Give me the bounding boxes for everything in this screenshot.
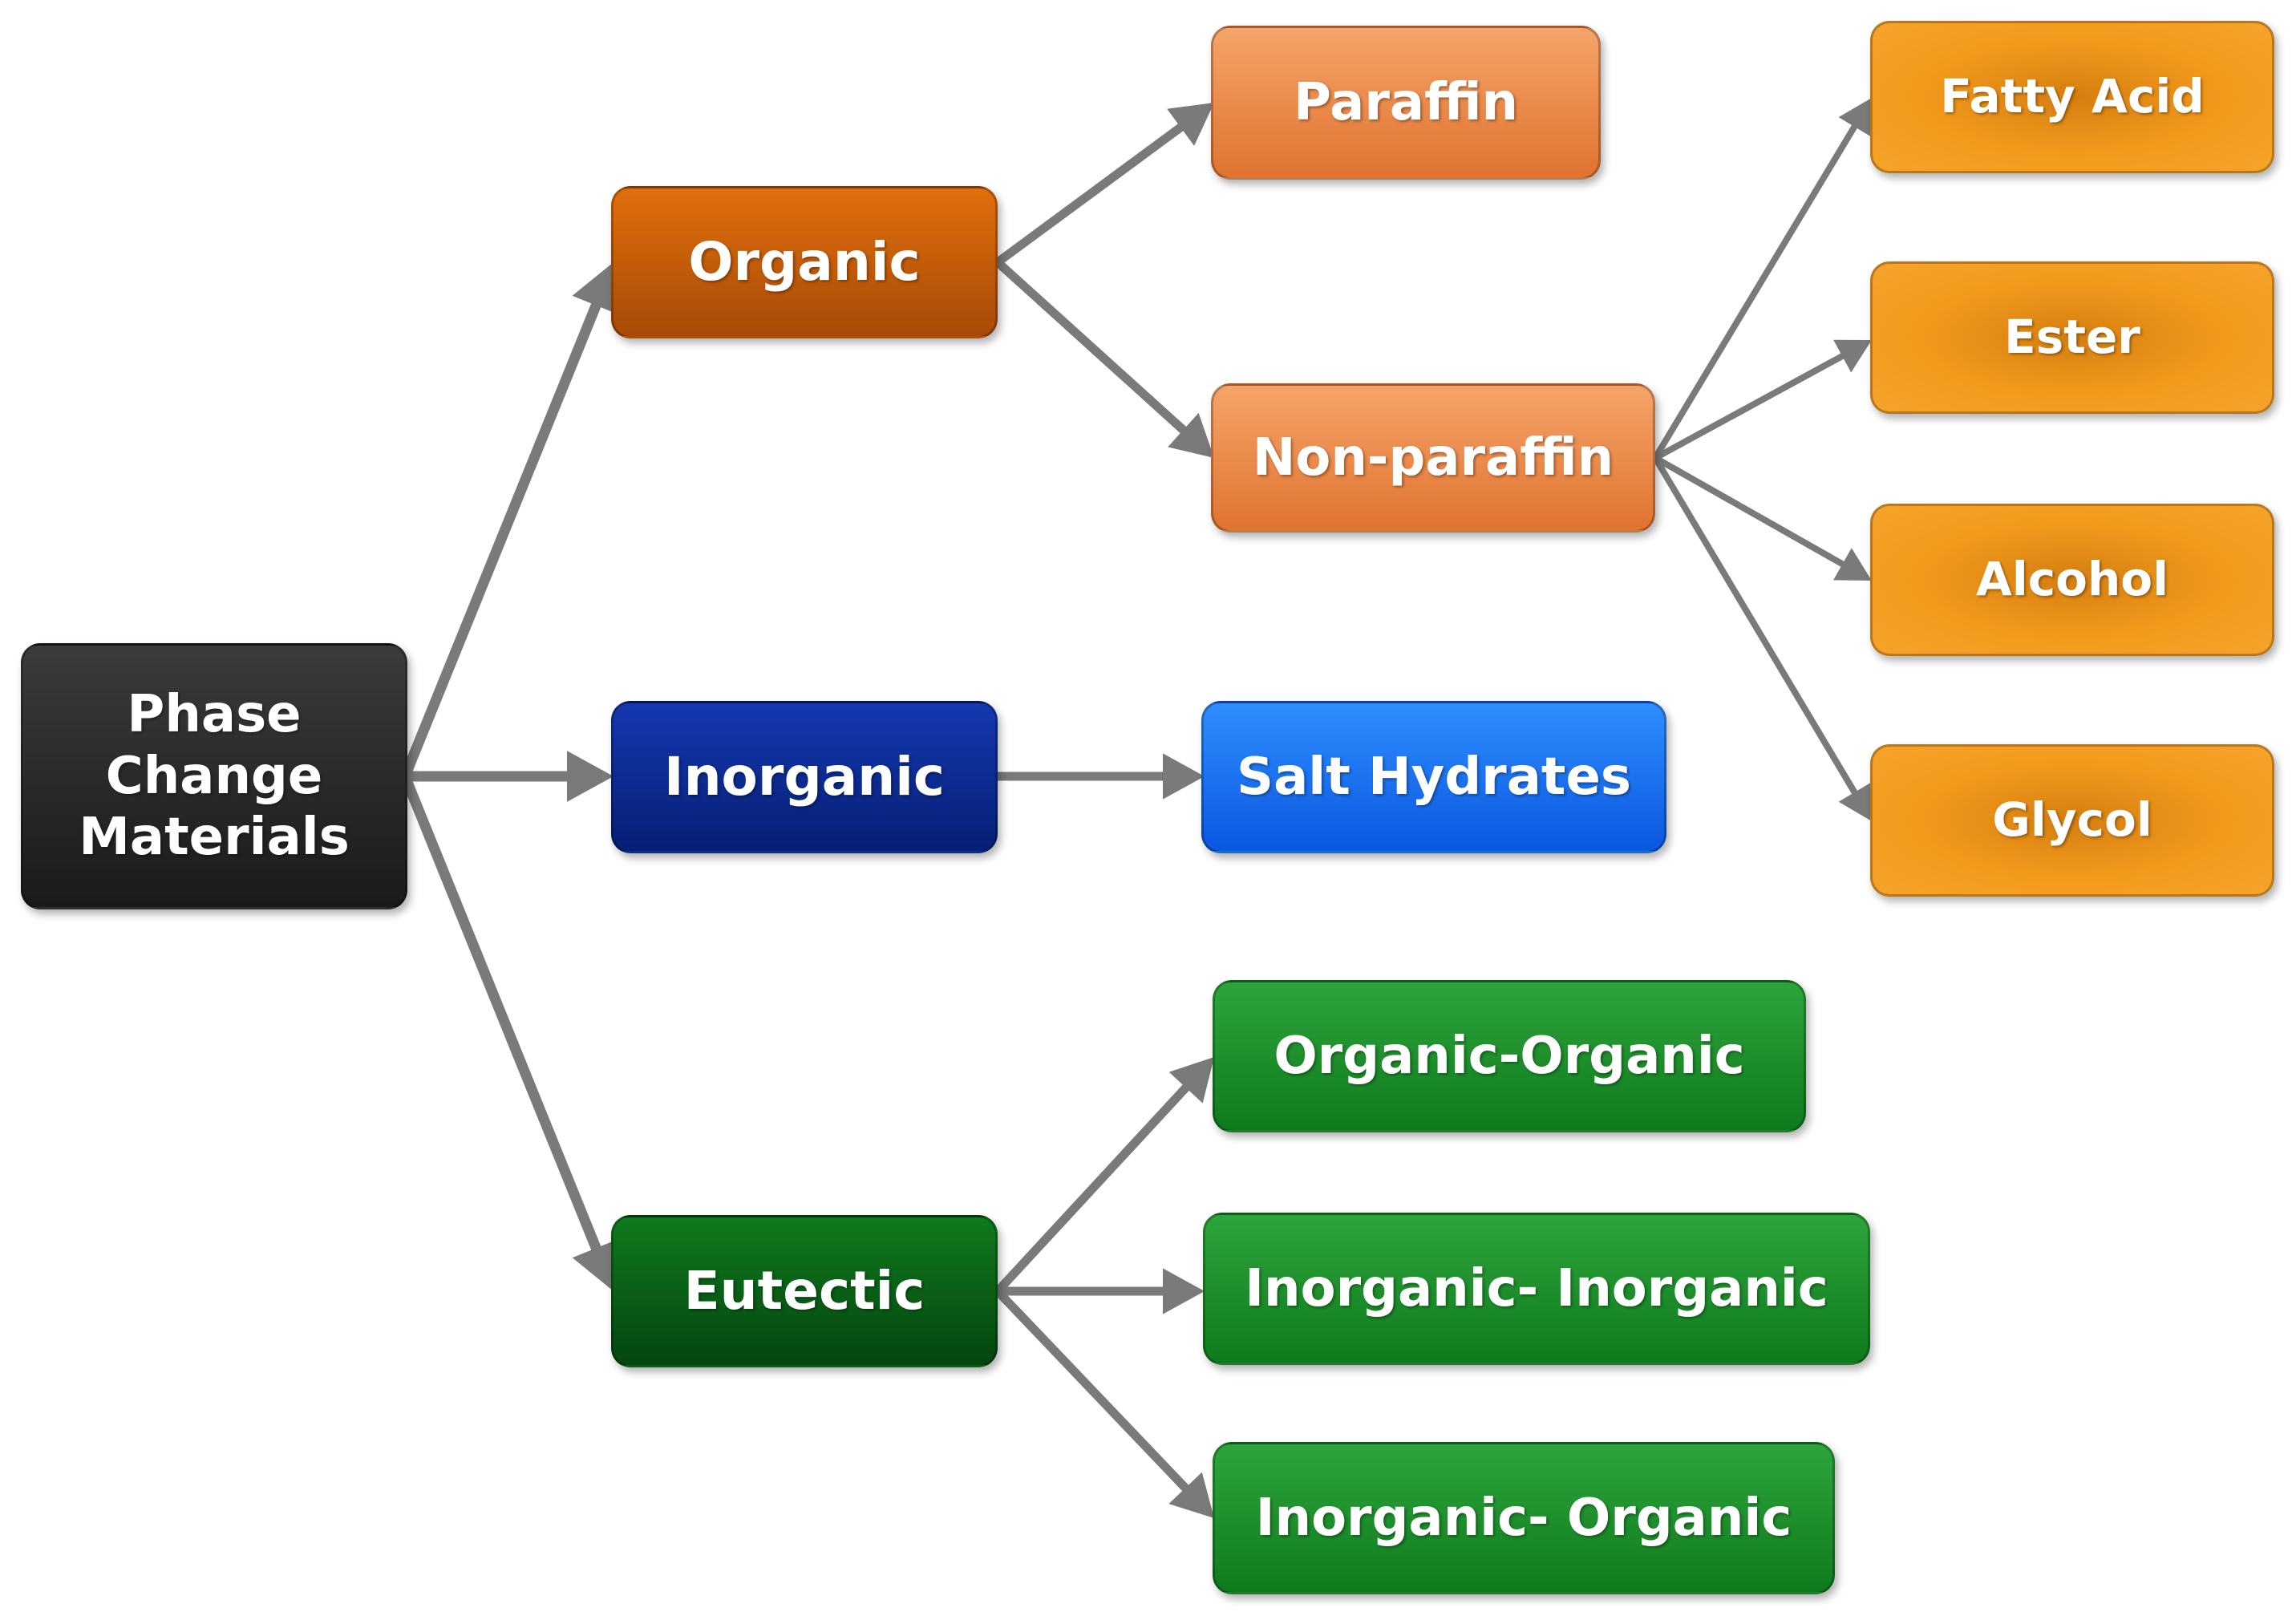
node-ester: Ester	[1870, 261, 2274, 414]
node-label: Non-paraffin	[1252, 427, 1614, 488]
node-organic-organic: Organic-Organic	[1213, 980, 1806, 1132]
node-fatty-acid: Fatty Acid	[1870, 21, 2274, 173]
arrow-non-paraffin-to-ester-head	[1833, 339, 1872, 373]
node-inorganic-inorganic: Inorganic- Inorganic	[1203, 1213, 1870, 1365]
arrow-eutectic-to-inorganic-organic-head	[1168, 1472, 1214, 1518]
arrow-non-paraffin-to-glycol-head	[1838, 783, 1872, 821]
node-organic: Organic	[611, 186, 998, 338]
arrow-organic-to-paraffin-head	[1167, 103, 1214, 146]
arrow-eutectic-to-inorganic-organic-line	[993, 1286, 1190, 1493]
arrow-non-paraffin-to-fatty-acid-line	[1652, 123, 1858, 461]
arrow-root-to-organic-head	[572, 262, 620, 315]
node-eutectic: Eutectic	[611, 1215, 998, 1367]
arrow-non-paraffin-to-fatty-acid-head	[1838, 98, 1872, 136]
node-label: Inorganic- Inorganic	[1245, 1258, 1828, 1318]
arrow-root-to-inorganic-head	[567, 751, 613, 802]
node-label: Glycol	[1992, 792, 2152, 848]
node-label: Ester	[2004, 310, 2140, 365]
node-alcohol: Alcohol	[1870, 504, 2274, 656]
arrow-inorganic-to-salt-hydrates-head	[1163, 753, 1205, 800]
node-label: Eutectic	[683, 1260, 925, 1322]
root-label-line: Change	[105, 746, 323, 806]
node-inorganic-organic: Inorganic- Organic	[1213, 1442, 1835, 1594]
node-label: Paraffin	[1293, 72, 1519, 132]
arrow-non-paraffin-to-ester-line	[1652, 353, 1846, 461]
node-label: Organic-Organic	[1274, 1026, 1745, 1086]
arrow-root-to-eutectic-line	[399, 771, 601, 1254]
node-label: Inorganic	[664, 746, 945, 808]
node-paraffin: Paraffin	[1211, 26, 1601, 180]
node-glycol: Glycol	[1870, 744, 2274, 897]
arrow-eutectic-to-organic-organic-line	[993, 1083, 1191, 1296]
arrow-organic-to-non-paraffin-head	[1168, 412, 1214, 458]
root-label-line: Phase	[127, 684, 302, 744]
node-label: Inorganic- Organic	[1255, 1488, 1792, 1548]
root-label-line: Materials	[79, 808, 350, 868]
node-salt-hydrates: Salt Hydrates	[1201, 701, 1666, 853]
arrow-non-paraffin-to-alcohol-head	[1833, 548, 1872, 581]
node-label: Salt Hydrates	[1236, 747, 1632, 807]
node-label: Alcohol	[1975, 552, 2168, 607]
root-node-phase-change-materials: Phase Change Materials	[21, 643, 407, 909]
node-inorganic: Inorganic	[611, 701, 998, 853]
arrow-non-paraffin-to-alcohol-line	[1652, 455, 1846, 568]
arrow-organic-to-non-paraffin-line	[993, 257, 1188, 435]
arrow-non-paraffin-to-glycol-line	[1652, 455, 1858, 796]
node-label: Fatty Acid	[1940, 69, 2205, 124]
node-non-paraffin: Non-paraffin	[1211, 383, 1655, 533]
arrow-eutectic-to-organic-organic-head	[1168, 1057, 1214, 1104]
arrow-root-to-organic-line	[399, 300, 601, 782]
node-label: Organic	[688, 231, 921, 294]
arrow-eutectic-to-inorganic-inorganic-head	[1163, 1268, 1205, 1314]
arrow-root-to-eutectic-head	[572, 1238, 620, 1291]
arrow-organic-to-paraffin-line	[993, 123, 1185, 267]
